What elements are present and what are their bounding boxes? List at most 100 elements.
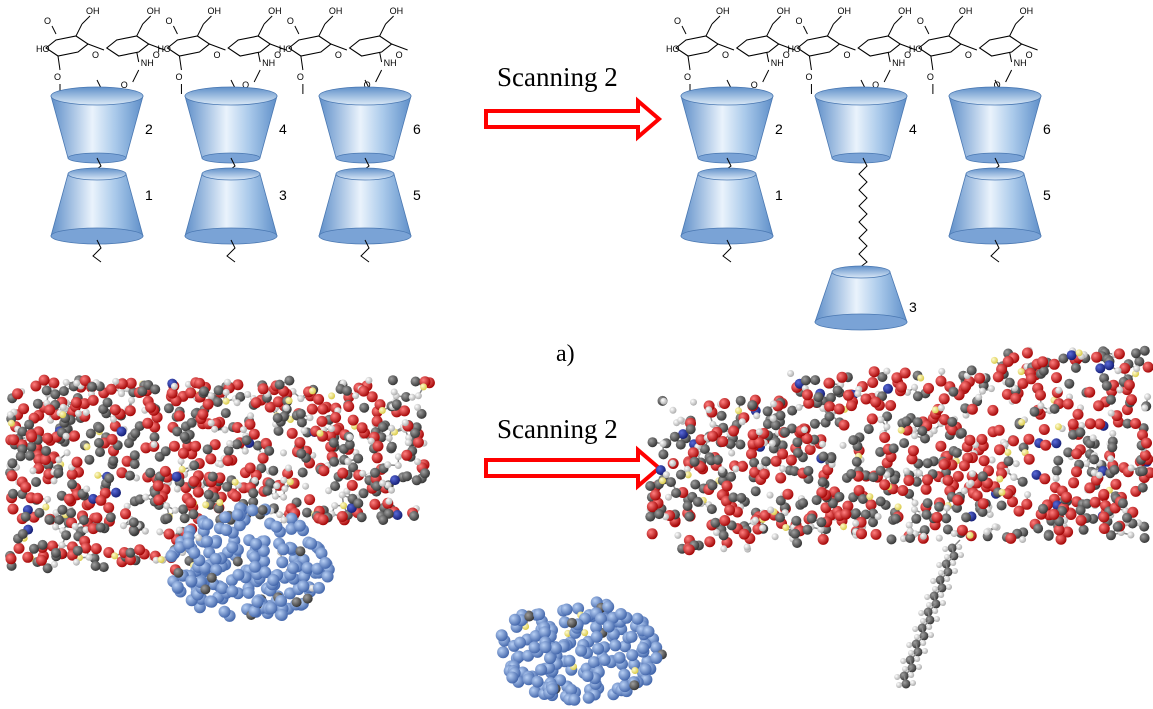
carbon-atom: [53, 468, 64, 478]
cone-bottom-rim: [814, 313, 908, 331]
hydrogen-atom: [338, 491, 346, 499]
oxygen-atom: [125, 377, 137, 389]
cone-body: [680, 173, 774, 237]
nh-label: NH: [892, 58, 905, 68]
oxygen-atom: [79, 375, 91, 386]
oh-label: OH: [207, 6, 221, 16]
hydrogen-atom: [359, 469, 367, 477]
bond: [148, 43, 165, 51]
cone-top-rim: [335, 167, 395, 181]
carbon-atom: [268, 465, 279, 476]
bond: [883, 69, 891, 83]
carbon-atom: [125, 547, 136, 558]
cyclodextrin-lower-cone: [680, 167, 774, 245]
ho-label: HO: [279, 44, 293, 54]
carbon-atom: [213, 385, 224, 396]
carbon-atom: [370, 467, 380, 478]
sulfur-atom: [1004, 448, 1012, 456]
oxygen-atom: [306, 403, 318, 415]
cone-top-rim: [50, 86, 144, 106]
oxygen-atom: [232, 379, 244, 391]
oxygen-atom: [95, 494, 107, 506]
carbon-atom: [128, 525, 139, 536]
hydrogen-atom: [241, 447, 249, 455]
bond: [196, 23, 204, 37]
carbon-atom: [94, 423, 105, 433]
hollow-arrow-top-icon: [484, 96, 663, 142]
sulfur-atom: [7, 419, 15, 427]
hydrogen-atom: [142, 493, 150, 501]
hydrogen-atom: [1127, 531, 1135, 539]
carbon-atom: [172, 426, 183, 437]
bond: [893, 15, 903, 25]
cone-number-bottom: 3: [909, 299, 917, 315]
carbon-atom: [29, 543, 39, 554]
ring-bond: [287, 35, 332, 57]
hydrogen-atom: [82, 408, 90, 416]
hydrogen-atom: [110, 415, 117, 423]
sulfur-atom: [328, 392, 336, 400]
hydrogen-atom: [346, 433, 354, 441]
ring-bond: [735, 35, 780, 57]
cone-number-bottom: 3: [279, 187, 287, 203]
carbon-atom: [302, 507, 312, 518]
bond: [802, 25, 808, 35]
hydrogen-atom: [297, 395, 305, 403]
o-label: O: [904, 50, 911, 60]
carbon-atom: [202, 444, 213, 455]
carbon-atom: [128, 517, 139, 528]
oxygen-atom: [304, 494, 316, 506]
hydrogen-atom: [408, 393, 416, 401]
o-label: O: [1026, 50, 1033, 60]
sulfur-atom: [216, 499, 224, 506]
oh-label: OH: [898, 6, 912, 16]
sulfur-atom: [309, 387, 316, 395]
carbon-atom: [410, 428, 421, 439]
cone-top-rim: [814, 86, 908, 106]
hydrogen-atom: [74, 409, 82, 417]
o-label: O: [805, 72, 812, 82]
oxygen-atom: [286, 427, 298, 439]
nh-label: NH: [771, 58, 784, 68]
nh-label: NH: [262, 58, 275, 68]
oxygen-atom: [71, 456, 83, 468]
bond: [887, 23, 895, 37]
carbon-atom: [213, 503, 224, 514]
carbon-atom: [328, 437, 339, 448]
ring-bond: [166, 35, 211, 57]
carbon-atom: [199, 386, 209, 397]
ring-bond: [917, 35, 962, 57]
hydrogen-atom: [52, 523, 60, 531]
oxygen-atom: [166, 387, 178, 399]
hydrogen-atom: [300, 427, 308, 435]
carbon-atom: [274, 379, 285, 390]
scanning-arrow-top: Scanning 2: [484, 62, 663, 142]
nh-label: NH: [1014, 58, 1027, 68]
carbon-atom: [329, 456, 340, 467]
bond: [778, 43, 795, 51]
o-label: O: [54, 72, 61, 82]
carbon-atom: [24, 450, 35, 461]
o-label: O: [44, 16, 51, 26]
oxygen-atom: [330, 412, 342, 423]
cone-number-bottom: 1: [775, 187, 783, 203]
bond: [87, 43, 105, 51]
bond: [294, 25, 300, 35]
hydrogen-atom: [281, 485, 289, 493]
hydrogen-atom: [170, 382, 178, 390]
cone-bottom-rim: [680, 227, 774, 245]
bond: [178, 55, 182, 71]
hydrogen-atom: [85, 553, 93, 561]
bond: [766, 23, 774, 37]
carbon-atom: [735, 439, 746, 450]
o-label: O: [843, 50, 850, 60]
ring-bond: [227, 35, 272, 57]
hydrogen-atom: [177, 457, 185, 465]
oxygen-atom: [294, 437, 306, 448]
o-label: O: [335, 50, 342, 60]
